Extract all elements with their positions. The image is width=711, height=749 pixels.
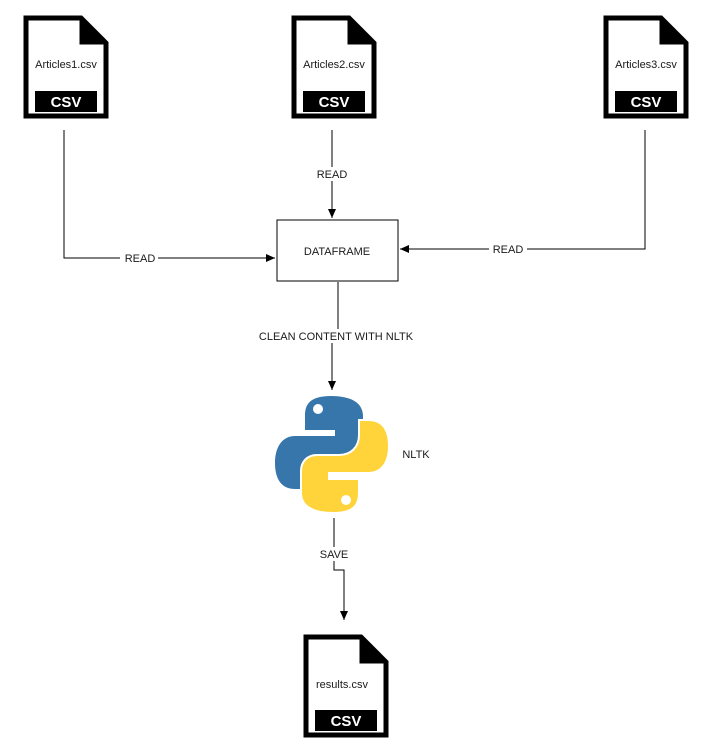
edge-label-bg (254, 329, 418, 343)
edge-label-bg (489, 242, 527, 256)
csv-badge: CSV (319, 94, 350, 111)
file-name-articles3: Articles3.csv (615, 59, 677, 71)
edge-label-bg (120, 251, 158, 265)
edge-label-read-left: READ (125, 253, 156, 265)
csv-badge: CSV (631, 94, 662, 111)
nltk-label: NLTK (402, 449, 430, 461)
edge-label-read-middle: READ (317, 169, 348, 181)
csv-file-icon-articles1: Articles1.csv CSV (26, 18, 106, 116)
edge-read-left (63, 130, 275, 262)
csv-badge: CSV (331, 713, 362, 730)
edge-label-bg (315, 547, 353, 561)
edge-label-save: SAVE (320, 549, 349, 561)
edge-read-right (400, 130, 646, 253)
edge-label-clean: CLEAN CONTENT WITH NLTK (259, 331, 414, 343)
dataframe-node: DATAFRAME (276, 219, 399, 282)
file-name-articles2: Articles2.csv (303, 59, 365, 71)
dataframe-label: DATAFRAME (304, 246, 370, 258)
edge-label-read-right: READ (493, 244, 524, 256)
csv-file-icon-articles3: Articles3.csv CSV (606, 18, 686, 116)
csv-file-icon-articles2: Articles2.csv CSV (294, 18, 374, 116)
edge-label-bg (312, 167, 352, 181)
file-name-results: results.csv (316, 679, 368, 691)
file-name-articles1: Articles1.csv (35, 59, 97, 71)
csv-file-icon-results: results.csv CSV (306, 637, 386, 735)
csv-badge: CSV (51, 94, 82, 111)
python-logo-icon (275, 396, 391, 515)
edge-save (333, 518, 348, 620)
